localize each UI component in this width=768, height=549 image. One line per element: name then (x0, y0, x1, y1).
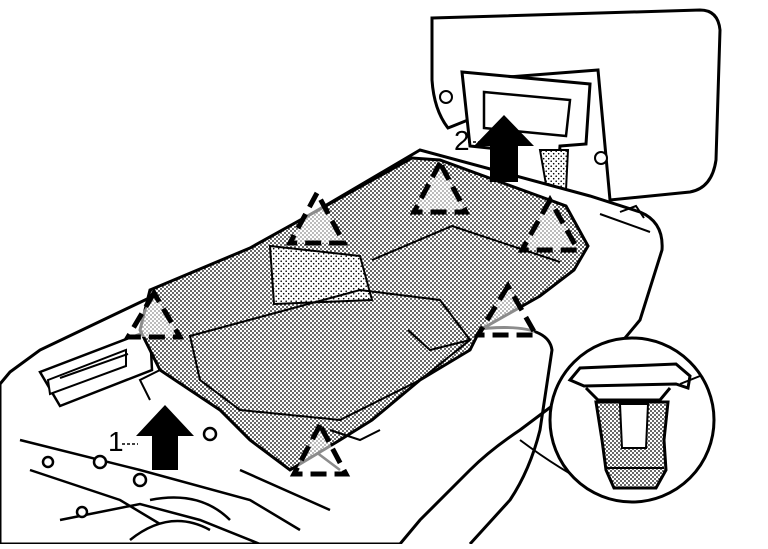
armrest-lid (430, 8, 722, 202)
storage-tray (138, 156, 590, 472)
hinge-bracket (460, 70, 592, 202)
clip-marker-bottom (289, 419, 351, 477)
up-arrow-icon-2 (474, 115, 534, 182)
clip-marker-top-left (285, 187, 349, 246)
clip-markers (123, 157, 583, 477)
detail-magnifier-icon (548, 336, 716, 504)
clip-marker-left (123, 288, 185, 340)
clip-marker-top (409, 157, 471, 215)
clip-marker-right (473, 281, 541, 338)
step-label-1: 1 (108, 426, 124, 457)
step-label-2: 2 (454, 125, 470, 156)
up-arrow-icon-1 (136, 405, 194, 470)
clip-marker-top-right (517, 194, 583, 253)
